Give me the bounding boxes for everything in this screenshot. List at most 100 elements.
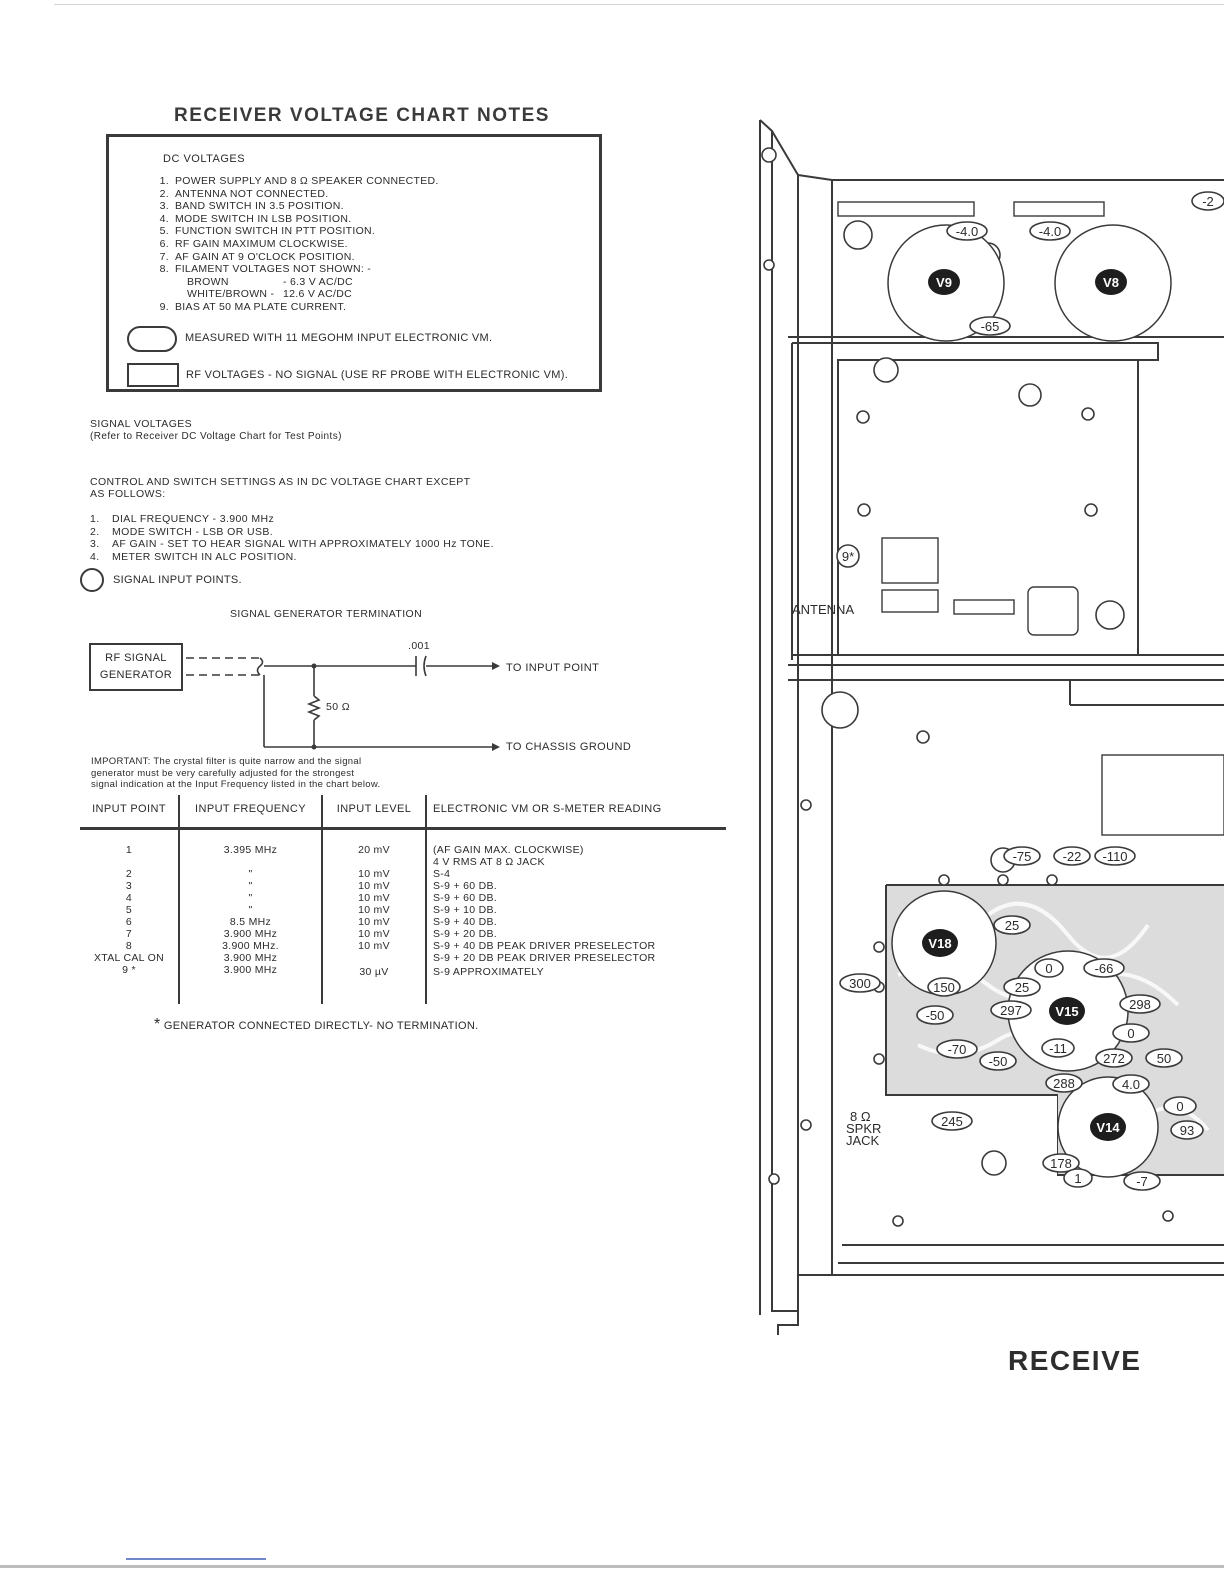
filament-white-brown: WHITE/BROWN -12.6 V AC/DC [187, 288, 352, 301]
dc-label: -4.0 [956, 224, 978, 239]
dc-label: 150 [933, 980, 955, 995]
col-reading: ELECTRONIC VM OR S-METER READING [426, 795, 726, 830]
tube-v14-label: V14 [1096, 1120, 1120, 1135]
dc-label: -75 [1013, 849, 1032, 864]
rf-signal-generator-box: RF SIGNAL GENERATOR [89, 643, 183, 691]
tube-v18-label: V18 [928, 936, 951, 951]
dc-label: -50 [926, 1008, 945, 1023]
dc-voltages-box: DC VOLTAGES 1.POWER SUPPLY AND 8 Ω SPEAK… [106, 134, 602, 392]
list-item: 7.AF GAIN AT 9 O'CLOCK POSITION. [159, 250, 355, 263]
dc-label: -11 [1049, 1041, 1067, 1056]
list-item: 2.ANTENNA NOT CONNECTED. [159, 187, 329, 200]
table-row: 1 3.395 MHz 20 mV (AF GAIN MAX. CLOCKWIS… [80, 828, 726, 856]
termination-schematic [186, 655, 500, 751]
list-item: 1.POWER SUPPLY AND 8 Ω SPEAKER CONNECTED… [159, 175, 439, 187]
dc-label: -66 [1095, 961, 1114, 976]
dc-label: 50 [1157, 1051, 1171, 1066]
list-item: 3.BAND SWITCH IN 3.5 POSITION. [159, 200, 344, 213]
top-scan-line [54, 4, 1224, 5]
dc-label: -7 [1136, 1174, 1148, 1189]
dc-label: 298 [1129, 997, 1151, 1012]
oval-symbol [127, 326, 177, 352]
bottom-scan-line [0, 1565, 1224, 1568]
signal-voltages-heading: SIGNAL VOLTAGES [90, 418, 193, 430]
list-item: 2.MODE SWITCH - LSB OR USB. [90, 525, 274, 538]
spkr-jack-spkr: SPKR [846, 1121, 881, 1136]
signal-voltage-table: INPUT POINT INPUT FREQUENCY INPUT LEVEL … [80, 795, 726, 1004]
control-settings-line2: AS FOLLOWS: [90, 488, 166, 500]
dc-label: -65 [981, 319, 1000, 334]
dc-label: 25 [1015, 980, 1029, 995]
important-note: IMPORTANT: The crystal filter is quite n… [91, 756, 381, 790]
table-row: 6 8.5 MHz 10 mV S-9 + 40 DB. [80, 916, 726, 928]
signal-point-9: 9* [842, 549, 854, 564]
dc-label: 25 [1005, 918, 1019, 933]
dc-label: 0 [1176, 1099, 1183, 1114]
dc-label: 297 [1000, 1003, 1022, 1018]
control-settings-line1: CONTROL AND SWITCH SETTINGS AS IN DC VOL… [90, 476, 471, 488]
dc-label: -22 [1063, 849, 1082, 864]
list-item: 6.RF GAIN MAXIMUM CLOCKWISE. [159, 237, 348, 250]
termination-title: SIGNAL GENERATOR TERMINATION [230, 608, 423, 620]
tube-v8-label: V8 [1103, 275, 1119, 290]
oval-note: MEASURED WITH 11 MEGOHM INPUT ELECTRONIC… [185, 332, 493, 344]
list-item: 5.FUNCTION SWITCH IN PTT POSITION. [159, 225, 376, 238]
dc-label: 0 [1127, 1026, 1134, 1041]
signal-point-circle-symbol [80, 568, 104, 592]
col-input-level: INPUT LEVEL [322, 795, 427, 830]
to-chassis-ground-label: TO CHASSIS GROUND [506, 741, 632, 753]
receiver-caption-fragment: RECEIVE [1008, 1345, 1142, 1376]
dc-label: 272 [1103, 1051, 1125, 1066]
receiver-chassis-diagram: V9 V8 V18 V15 V14 [759, 119, 1224, 1335]
table-row: 7 3.900 MHz 10 mV S-9 + 20 DB. [80, 928, 726, 940]
table-row: 3 " 10 mV S-9 + 60 DB. [80, 880, 726, 892]
dc-label: -4.0 [1039, 224, 1061, 239]
dc-label: -70 [948, 1042, 967, 1057]
dc-label: -110 [1102, 849, 1127, 864]
table-row: 4 V RMS AT 8 Ω JACK [80, 856, 726, 868]
bottom-blue-line [126, 1558, 266, 1560]
tube-v15-label: V15 [1055, 1004, 1078, 1019]
table-row: 2 " 10 mV S-4 [80, 868, 726, 880]
signal-voltages-subheading: (Refer to Receiver DC Voltage Chart for … [90, 431, 342, 442]
table-row: 5 " 10 mV S-9 + 10 DB. [80, 904, 726, 916]
col-input-frequency: INPUT FREQUENCY [179, 795, 323, 830]
tube-v9-label: V9 [936, 275, 952, 290]
dc-label: -50 [989, 1054, 1008, 1069]
list-item: 4.METER SWITCH IN ALC POSITION. [90, 550, 297, 563]
resistor-value: 50 Ω [326, 701, 351, 713]
dc-voltages-list: 1.POWER SUPPLY AND 8 Ω SPEAKER CONNECTED… [147, 175, 439, 314]
table-row: 4 " 10 mV S-9 + 60 DB. [80, 892, 726, 904]
rect-symbol [127, 363, 179, 387]
antenna-label: ANTENNA [792, 602, 854, 617]
dc-label: 300 [849, 976, 871, 991]
dc-label: 93 [1180, 1123, 1194, 1138]
signal-input-points-note: SIGNAL INPUT POINTS. [113, 574, 242, 586]
list-item: 8.FILAMENT VOLTAGES NOT SHOWN: - [159, 263, 372, 276]
footnote: * GENERATOR CONNECTED DIRECTLY- NO TERMI… [154, 1016, 479, 1033]
spkr-jack-ohms: 8 Ω [850, 1109, 871, 1124]
dc-label: 0 [1045, 961, 1052, 976]
signal-settings-list: 1.DIAL FREQUENCY - 3.900 MHz 2.MODE SWIT… [90, 513, 494, 563]
col-input-point: INPUT POINT [80, 795, 180, 830]
list-item: 9.BIAS AT 50 MA PLATE CURRENT. [159, 300, 347, 313]
spkr-jack-jack: JACK [846, 1133, 880, 1148]
dc-label: 288 [1053, 1076, 1075, 1091]
dc-label: 1 [1074, 1171, 1081, 1186]
table-row: XTAL CAL ON 3.900 MHz S-9 + 20 DB PEAK D… [80, 952, 726, 964]
capacitor-value: .001 [408, 640, 431, 652]
table-row: 8 3.900 MHz. 10 mV S-9 + 40 DB PEAK DRIV… [80, 940, 726, 952]
list-item: 4.MODE SWITCH IN LSB POSITION. [159, 212, 352, 225]
filament-brown: BROWN- 6.3 V AC/DC [187, 275, 353, 288]
to-input-point-label: TO INPUT POINT [506, 662, 600, 674]
list-item: 3.AF GAIN - SET TO HEAR SIGNAL WITH APPR… [90, 538, 494, 550]
table-header-row: INPUT POINT INPUT FREQUENCY INPUT LEVEL … [80, 795, 726, 830]
dc-label: 178 [1050, 1156, 1072, 1171]
list-item: 1.DIAL FREQUENCY - 3.900 MHz [90, 513, 275, 525]
dc-label: -2 [1202, 194, 1214, 209]
dc-label: 245 [941, 1114, 963, 1129]
tube-badges [922, 269, 1127, 1141]
table-row: 9 * 3.900 MHz 30 µV S-9 APPROXIMATELY [80, 964, 726, 1004]
dc-label: 4.0 [1122, 1077, 1140, 1092]
page-title: RECEIVER VOLTAGE CHART NOTES [174, 105, 550, 126]
